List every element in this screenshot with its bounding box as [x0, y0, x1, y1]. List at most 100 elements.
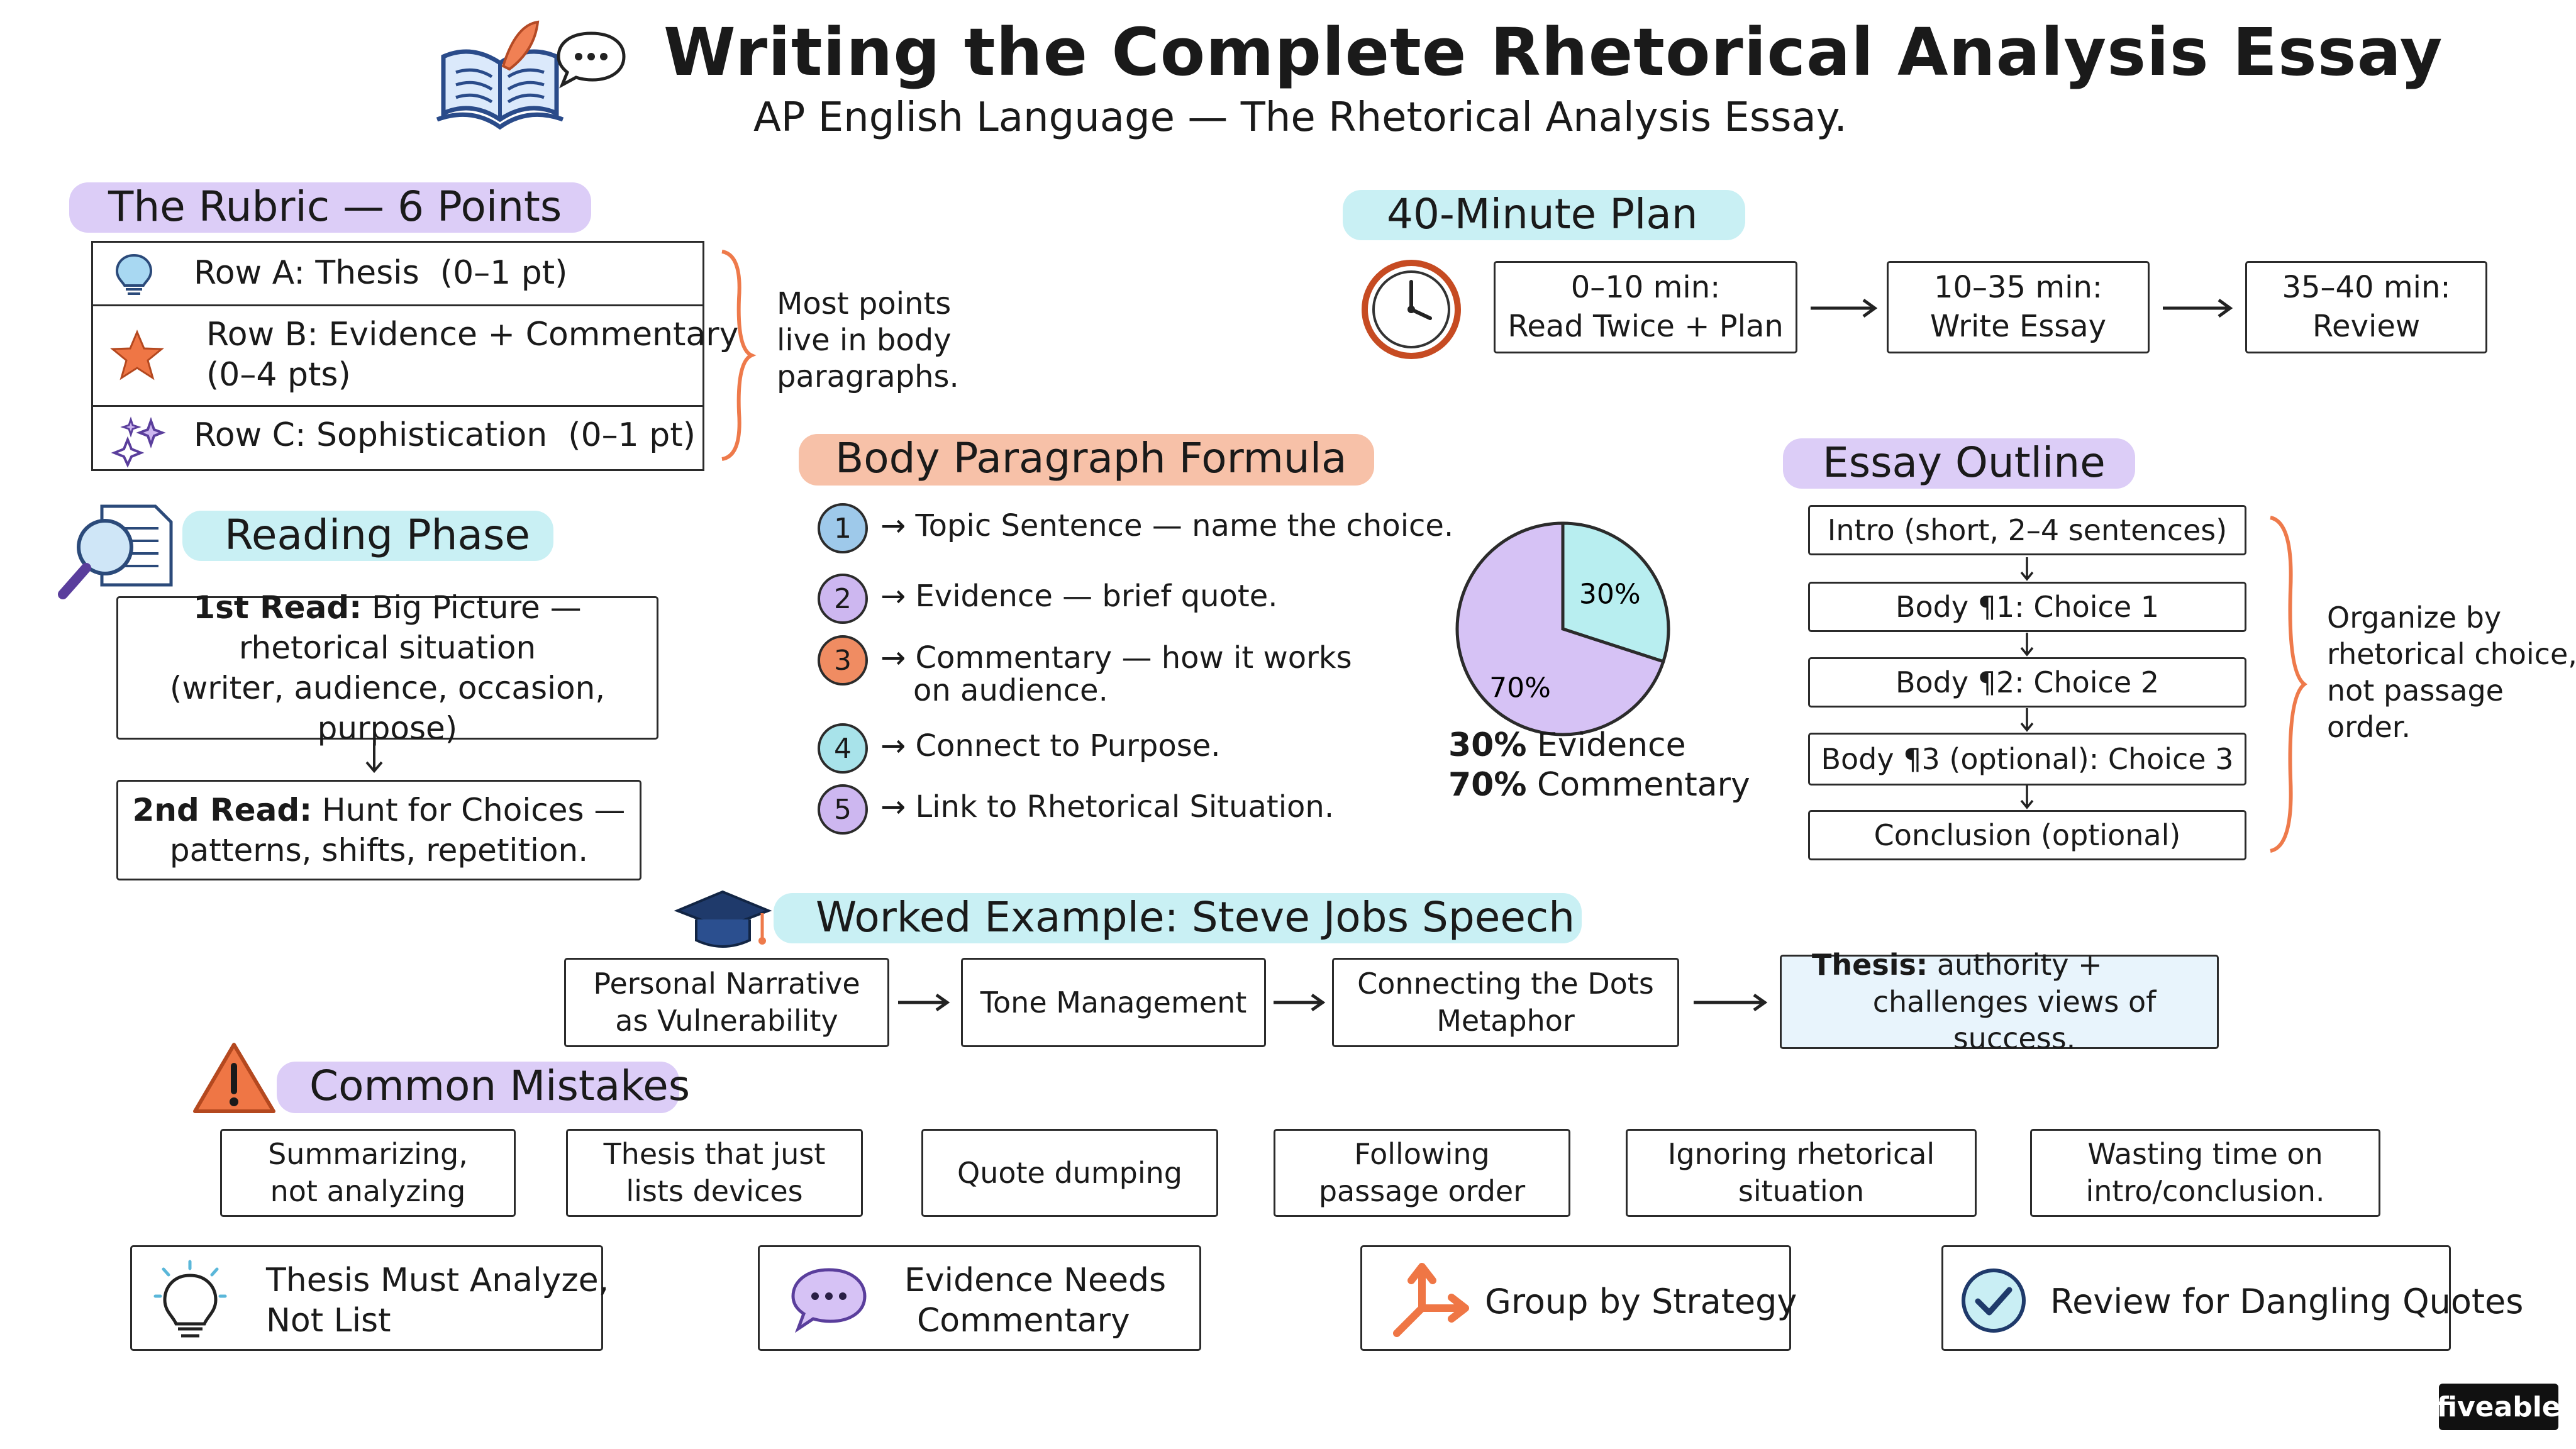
- mistake-item-line2: lists devices: [626, 1174, 803, 1208]
- plan-heading-highlight: [1343, 190, 1745, 240]
- worked-step-1-line2: as Vulnerability: [615, 1004, 838, 1038]
- plan-heading: 40-Minute Plan: [1387, 190, 1698, 238]
- legend-commentary-label: Commentary: [1537, 766, 1750, 804]
- rubric-note-line3: paragraphs.: [777, 359, 959, 394]
- second-read-text: Hunt for Choices —: [312, 792, 626, 828]
- plan-step-2-line2: Write Essay: [1929, 308, 2107, 344]
- arrow-right-icon: [1811, 298, 1878, 318]
- rubric-row-a-label: Row A: Thesis (0–1 pt): [194, 254, 568, 292]
- formula-step-3-text: → Commentary — how it works: [880, 640, 1352, 675]
- formula-step-1-text: → Topic Sentence — name the choice.: [880, 508, 1454, 543]
- rubric-note-line2: live in body: [777, 323, 952, 358]
- clock-icon: [1362, 260, 1461, 359]
- outline-note-line3: not passage: [2327, 674, 2504, 708]
- tip-thesis-line2: Not List: [266, 1302, 391, 1340]
- arrow-down-icon: [2020, 786, 2034, 809]
- worked-thesis-box: Thesis: authority + challenges views of …: [1780, 948, 2219, 1055]
- mistake-item-line1: Wasting time on: [2087, 1137, 2323, 1172]
- mistakes-heading-highlight: [277, 1062, 679, 1113]
- outline-item-body3: Body ¶3 (optional): Choice 3: [1808, 733, 2246, 786]
- outline-item-body2: Body ¶2: Choice 2: [1808, 657, 2246, 708]
- evidence-commentary-pie-chart: 30% 70%: [1455, 521, 1670, 736]
- magnifier-document-icon: [58, 504, 173, 599]
- mistake-item-line2: intro/conclusion.: [2085, 1174, 2325, 1208]
- first-read-label: 1st Read:: [193, 589, 362, 626]
- formula-heading-highlight: [799, 434, 1374, 486]
- outline-item-body1: Body ¶1: Choice 1: [1808, 582, 2246, 632]
- formula-step-5-number: 5: [818, 784, 868, 835]
- tip-evidence-line2: Commentary: [917, 1302, 1130, 1340]
- pie-slice-label-commentary: 70%: [1489, 672, 1551, 704]
- plan-step-3: 35–40 min: Review: [2245, 261, 2487, 353]
- page-subtitle: AP English Language — The Rhetorical Ana…: [753, 94, 1847, 141]
- plan-step-3-line1: 35–40 min:: [2282, 270, 2451, 306]
- plan-step-2: 10–35 min: Write Essay: [1887, 261, 2150, 353]
- legend-evidence: 30% Evidence: [1448, 726, 1686, 764]
- tip-group-label: Group by Strategy: [1485, 1282, 1797, 1321]
- worked-step-3-line2: Metaphor: [1436, 1004, 1575, 1038]
- rubric-row-b-line1: Row B: Evidence + Commentary: [206, 316, 739, 353]
- pie-slice-label-evidence: 30%: [1579, 579, 1641, 611]
- arrow-down-icon: [2020, 708, 2034, 732]
- page-title: Writing the Complete Rhetorical Analysis…: [663, 14, 2443, 91]
- outline-note-line2: rhetorical choice,: [2327, 637, 2576, 671]
- formula-step-4-number: 4: [818, 723, 868, 774]
- reading-heading: Reading Phase: [225, 511, 530, 559]
- worked-thesis-line2: challenges views of success.: [1872, 984, 2157, 1056]
- rubric-row-c: Row C: Sophistication (0–1 pt): [93, 405, 702, 470]
- formula-step-3-number: 3: [818, 635, 868, 686]
- tip-evidence-needs-commentary: Evidence Needs Commentary: [758, 1245, 1201, 1351]
- tip-review-dangling-quotes: Review for Dangling Quotes: [1941, 1245, 2523, 1351]
- formula-step-2-text: → Evidence — brief quote.: [880, 579, 1278, 614]
- brand-logo-text: fiveable: [2436, 1391, 2561, 1423]
- rubric-heading: The Rubric — 6 Points: [108, 182, 562, 231]
- worked-thesis-line1: Thesis: authority +: [1812, 947, 2102, 984]
- tip-thesis-must-analyze: Thesis Must Analyze, Not List: [130, 1245, 609, 1351]
- mistake-item-line2: situation: [1738, 1174, 1865, 1208]
- worked-step-1-line1: Personal Narrative: [593, 967, 860, 1001]
- formula-step-4-text: → Connect to Purpose.: [880, 728, 1221, 763]
- rubric-note-line1: Most points: [777, 286, 952, 321]
- checkmark-icon: [1962, 1269, 2026, 1333]
- mistakes-heading: Common Mistakes: [309, 1062, 691, 1110]
- arrow-down-icon: [2020, 557, 2034, 581]
- pie-slice-commentary: [1455, 521, 1665, 736]
- legend-commentary-pct: 70%: [1448, 766, 1527, 804]
- formula-step-3-text-line2: on audience.: [913, 673, 1108, 708]
- rubric-row-b-line2: (0–4 pts): [206, 356, 351, 394]
- reading-heading-highlight: [182, 511, 553, 561]
- first-read-line3: (writer, audience, occasion, purpose): [169, 670, 606, 747]
- worked-heading-highlight: [774, 893, 1582, 943]
- mistake-item-line1: Thesis that just: [603, 1137, 826, 1172]
- worked-step-1: Personal Narrative as Vulnerability: [564, 958, 889, 1047]
- mistake-item-line1: Ignoring rhetorical: [1667, 1137, 1935, 1172]
- formula-step-1-number: 1: [818, 503, 868, 553]
- rubric-row-b: Row B: Evidence + Commentary (0–4 pts): [93, 304, 738, 407]
- graduation-cap-icon: [674, 890, 772, 948]
- outline-item-conclusion: Conclusion (optional): [1808, 810, 2246, 860]
- mistake-item-line2: not analyzing: [270, 1174, 466, 1208]
- arrow-right-icon: [2163, 298, 2233, 318]
- second-read-line1: 2nd Read: Hunt for Choices —: [133, 790, 626, 830]
- mistake-item-line2: passage order: [1318, 1174, 1526, 1208]
- speech-bubble-icon: [791, 1268, 867, 1333]
- second-read-box: 2nd Read: Hunt for Choices — patterns, s…: [116, 780, 641, 880]
- tip-thesis-line1: Thesis Must Analyze,: [266, 1262, 609, 1299]
- mistake-item: Quote dumping: [921, 1129, 1218, 1217]
- mistake-item: Summarizing,not analyzing: [220, 1129, 516, 1217]
- legend-evidence-label: Evidence: [1537, 726, 1686, 764]
- plan-step-1-line1: 0–10 min:: [1570, 270, 1721, 306]
- legend-evidence-pct: 30%: [1448, 726, 1527, 764]
- formula-step-2-number: 2: [818, 574, 868, 624]
- worked-step-3-line1: Connecting the Dots: [1357, 967, 1654, 1001]
- arrow-right-icon: [1694, 993, 1768, 1012]
- first-read-text: Big Picture —: [362, 589, 582, 626]
- plan-step-1: 0–10 min: Read Twice + Plan: [1494, 261, 1797, 353]
- branch-arrows-icon: [1393, 1263, 1469, 1337]
- worked-heading: Worked Example: Steve Jobs Speech: [816, 893, 1575, 941]
- mistake-item-line1: Summarizing,: [268, 1137, 468, 1172]
- open-book-quill-icon: [436, 20, 564, 130]
